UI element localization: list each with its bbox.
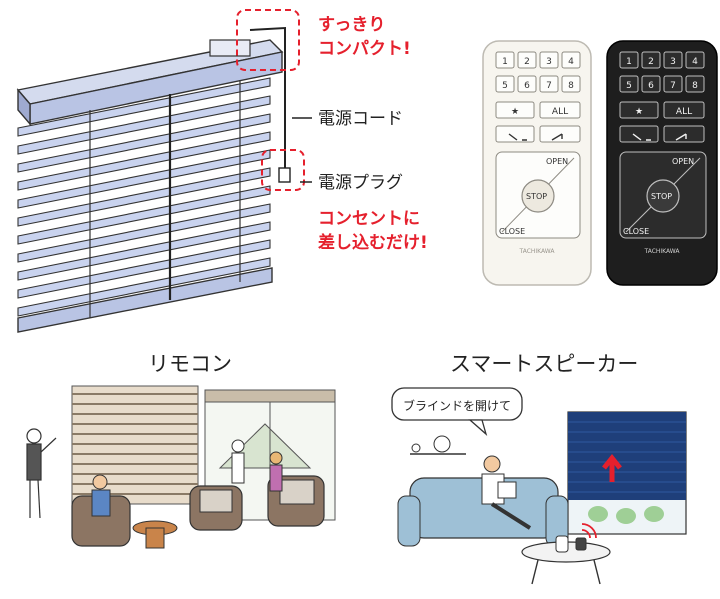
black-remote-btn-1[interactable]: 1 — [626, 57, 632, 67]
speech-bubble-text: ブラインドを開けて — [403, 398, 511, 413]
black-remote-all-button[interactable]: ALL — [676, 107, 692, 117]
tilt-down-icon-dark — [632, 133, 651, 141]
white-remote-btn-3[interactable]: 3 — [546, 57, 552, 67]
power-plug-shape — [278, 167, 291, 183]
black-remote-open-label[interactable]: OPEN — [672, 157, 694, 166]
black-remote-btn-6[interactable]: 6 — [648, 81, 654, 91]
black-remote-brand: TACHIKAWA — [644, 248, 681, 255]
clock-icon — [433, 435, 451, 453]
bottom-rail — [17, 267, 273, 333]
book-icon — [497, 481, 517, 499]
white-remote-btn-7[interactable]: 7 — [546, 81, 552, 91]
arrow-up-icon — [602, 453, 622, 482]
compact-label-line2: コンパクト! — [318, 39, 411, 59]
plug-in-label-line1: コンセントに — [318, 209, 420, 229]
white-remote-open-label[interactable]: OPEN — [546, 157, 568, 166]
white-remote-close-label[interactable]: CLOSE — [499, 227, 525, 236]
remote-section-title: リモコン — [148, 352, 232, 376]
black-remote-btn-8[interactable]: 8 — [692, 81, 698, 91]
blind-slats — [17, 77, 271, 317]
tilt-up-icon-dark — [675, 133, 687, 141]
remote-usage-scene — [0, 378, 360, 595]
white-remote-btn-6[interactable]: 6 — [524, 81, 530, 91]
speech-bubble — [391, 387, 523, 421]
compact-label-line1: すっきり — [318, 15, 386, 35]
white-remote-btn-5[interactable]: 5 — [502, 81, 508, 91]
black-remote-stop-label: STOP — [651, 192, 672, 201]
black-remote-stop-button[interactable] — [646, 179, 680, 213]
plug-highlight-box — [261, 149, 305, 191]
sound-wave-icon — [581, 523, 597, 539]
remote-control-black: 1 2 3 4 5 6 7 8 ★ ALL OPEN STOP CLOSE TA… — [606, 40, 718, 286]
white-remote-all-button[interactable]: ALL — [552, 107, 568, 117]
black-remote-close-label[interactable]: CLOSE — [623, 227, 649, 236]
power-cord-line — [249, 26, 286, 168]
black-remote-btn-7[interactable]: 7 — [670, 81, 676, 91]
motor-unit — [209, 39, 251, 57]
white-remote-btn-8[interactable]: 8 — [568, 81, 574, 91]
white-remote-stop-label: STOP — [526, 192, 547, 201]
white-remote-btn-4[interactable]: 4 — [568, 57, 574, 67]
roller-blind — [568, 412, 686, 500]
remote-control-white: 1 2 3 4 5 6 7 8 ★ ALL OPEN STOP CLOSE TA… — [482, 40, 592, 286]
power-plug-label: 電源プラグ — [318, 173, 403, 193]
black-remote-btn-3[interactable]: 3 — [670, 57, 676, 67]
blind-illustration — [0, 0, 470, 340]
smart-speaker-scene: ブラインドを開けて — [370, 378, 720, 595]
speaker-section-title: スマートスピーカー — [450, 352, 639, 376]
power-cord-label: 電源コード — [318, 109, 403, 129]
tilt-down-icon — [508, 133, 527, 141]
smart-speaker-icon — [575, 537, 587, 551]
head-rail-side — [17, 88, 31, 126]
white-remote-btn-1[interactable]: 1 — [502, 57, 508, 67]
white-remote-star-button[interactable]: ★ — [511, 107, 519, 117]
black-remote-btn-2[interactable]: 2 — [648, 57, 654, 67]
plug-in-label-line2: 差し込むだけ! — [318, 233, 428, 253]
venetian-blind-drawing — [16, 9, 312, 333]
tilt-up-icon — [551, 133, 563, 141]
black-remote-star-button[interactable]: ★ — [635, 107, 643, 117]
white-remote-brand: TACHIKAWA — [519, 248, 556, 255]
black-remote-btn-4[interactable]: 4 — [692, 57, 698, 67]
black-remote-btn-5[interactable]: 5 — [626, 81, 632, 91]
white-remote-stop-button[interactable] — [521, 179, 555, 213]
white-remote-btn-2[interactable]: 2 — [524, 57, 530, 67]
compact-highlight-box — [236, 9, 300, 71]
